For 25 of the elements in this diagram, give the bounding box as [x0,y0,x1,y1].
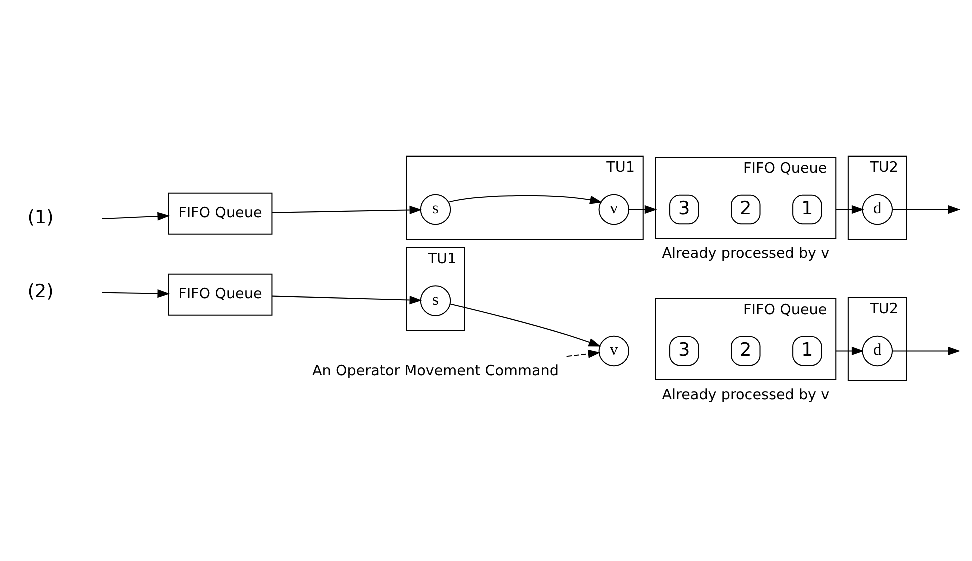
arrow [272,296,422,305]
arrow [836,346,864,356]
node-circle: s [420,194,451,226]
node-circle: v [598,194,630,226]
label: (1) [27,207,54,228]
arrow [448,195,602,204]
arrow [272,206,422,215]
node-label: Already processed by v [662,246,830,262]
node-circle: v [598,336,630,367]
node-box: FIFO Queue [168,192,272,235]
node-circle: d [862,194,893,226]
label: (2) [27,281,54,302]
arrow [566,350,600,358]
arrow [836,205,864,214]
arrow [450,304,601,347]
arrow [102,289,170,298]
node-text: An Operator Movement Command [312,364,558,380]
arrow [628,205,657,214]
arrow [102,212,170,221]
node-label: Already processed by v [662,388,830,404]
arrow [892,346,960,356]
node-circle: d [862,336,893,367]
node-circle: s [420,286,451,316]
node-box: FIFO Queue [168,274,272,316]
arrow [892,205,960,214]
